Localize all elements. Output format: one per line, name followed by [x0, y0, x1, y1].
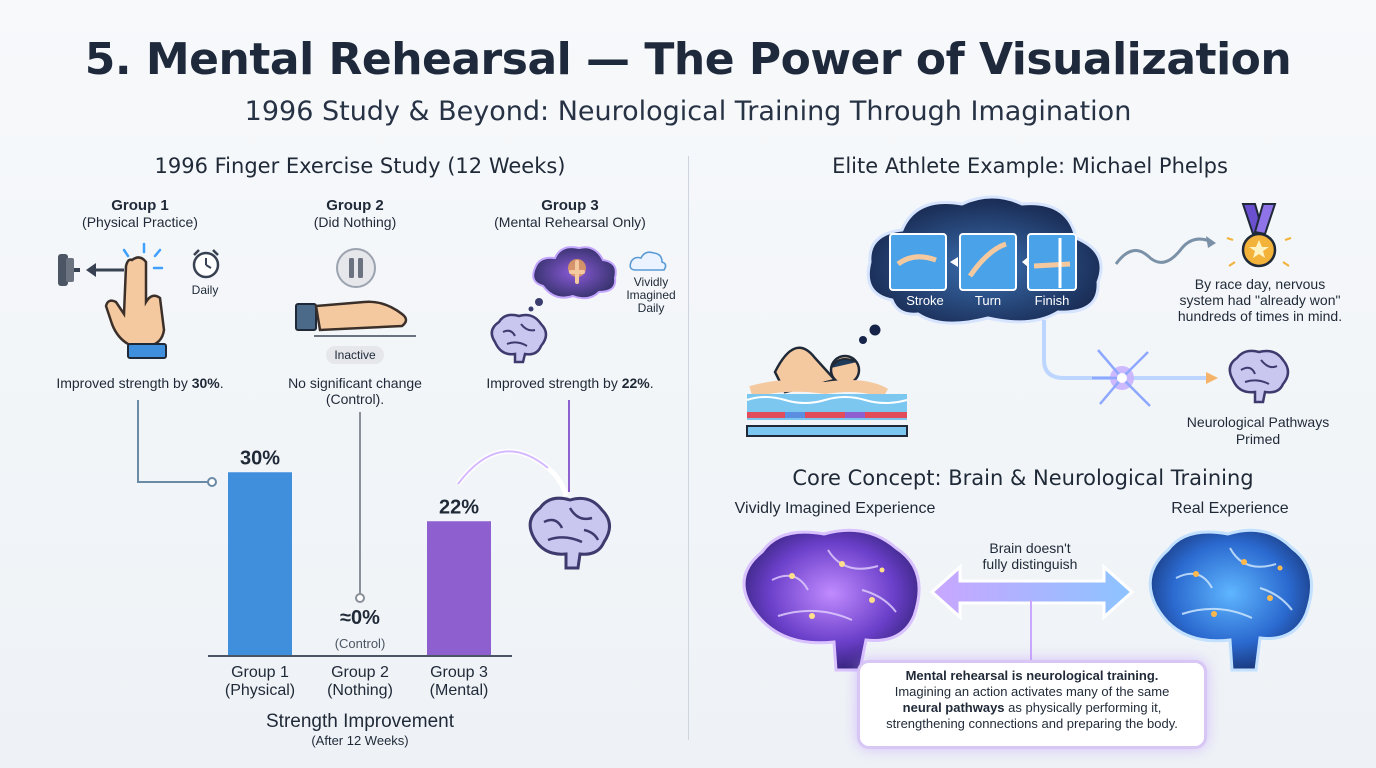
- alarm-clock-icon: [192, 249, 220, 279]
- concept-box: Mental rehearsal is neurological trainin…: [857, 660, 1207, 749]
- left-brain-label: Vividly Imagined Experience: [734, 500, 936, 517]
- swimmer-icon: [746, 324, 908, 437]
- main-title: 5. Mental Rehearsal — The Power of Visua…: [84, 34, 1292, 85]
- group2-tag: Inactive: [325, 346, 385, 364]
- brain-icon-neuro: [1228, 349, 1290, 404]
- bar-3: [427, 521, 491, 656]
- medal-icon: [1226, 203, 1292, 268]
- group2-result: No significant change (Control).: [288, 375, 422, 407]
- arrow-stem: [1030, 600, 1032, 662]
- double-arrow: [930, 563, 1134, 621]
- small-cloud-icon: [629, 251, 667, 271]
- frame-label-stroke: Stroke: [906, 293, 944, 308]
- bar-value-label-2: ≈0%: [340, 607, 380, 629]
- group1-title: Group 1: [111, 197, 169, 214]
- core-heading: Core Concept: Brain & Neurological Train…: [792, 466, 1254, 490]
- athlete-heading: Elite Athlete Example: Michael Phelps: [832, 154, 1228, 178]
- arrow-caption: Brain doesn't fully distinguish: [982, 540, 1078, 572]
- thought-cloud-icon: [528, 246, 617, 312]
- bar-1: [228, 472, 292, 656]
- group2-subtitle: (Did Nothing): [313, 214, 397, 230]
- group1-subtitle: (Physical Practice): [82, 214, 198, 230]
- group3-header: Group 3 (Mental Rehearsal Only): [470, 197, 670, 230]
- frame-label-finish: Finish: [1034, 293, 1070, 308]
- g2-control-note: (Control): [334, 636, 386, 651]
- dream-cloud: [866, 195, 1103, 325]
- connector-medal: [1114, 236, 1216, 265]
- group3-result: Improved strength by 22%.: [486, 375, 654, 391]
- group3-subtitle: (Mental Rehearsal Only): [494, 214, 646, 230]
- bar-chart: 30% ≈0% 22%: [208, 447, 512, 657]
- section-divider: [688, 156, 689, 740]
- group1-tag: Daily: [191, 283, 219, 297]
- group1-result: Improved strength by 30%.: [56, 375, 224, 391]
- right-brain-label: Real Experience: [1171, 500, 1289, 517]
- brain-icon-small: [490, 313, 548, 364]
- pause-icon: [336, 248, 376, 288]
- category-label-3: Group 3(Mental): [429, 664, 489, 699]
- group2-title: Group 2: [326, 197, 384, 214]
- study-heading: 1996 Finger Exercise Study (12 Weeks): [154, 154, 566, 178]
- category-label-1: Group 1(Physical): [224, 664, 296, 699]
- group3-result-value: 22%: [621, 375, 650, 391]
- category-label-2: Group 2(Nothing): [327, 664, 393, 699]
- bar-value-label-3: 22%: [439, 496, 479, 518]
- group2-header: Group 2 (Did Nothing): [275, 197, 435, 230]
- frame-label-turn: Turn: [974, 293, 1002, 308]
- real-brain-glow: [1148, 528, 1314, 672]
- group1-header: Group 1 (Physical Practice): [60, 197, 220, 230]
- group3-tag: Vividly Imagined Daily: [626, 275, 676, 315]
- medal-caption: By race day, nervous system had "already…: [1177, 276, 1343, 324]
- chart-title: Strength Improvement (After 12 Weeks): [266, 711, 454, 748]
- connector-lines: [137, 400, 570, 603]
- neuron-path: [1042, 320, 1218, 407]
- resting-hand-icon: [295, 300, 416, 337]
- finger-press-icon: [58, 242, 167, 359]
- group1-result-value: 30%: [191, 375, 220, 391]
- neuro-caption: Neurological Pathways Primed: [1186, 414, 1330, 447]
- group3-title: Group 3: [541, 197, 599, 214]
- imagined-brain-glow: [742, 528, 921, 672]
- subtitle: 1996 Study & Beyond: Neurological Traini…: [244, 96, 1132, 127]
- concept-box-headline: Mental rehearsal is neurological trainin…: [905, 668, 1159, 683]
- bar-value-label-1: 30%: [240, 447, 280, 469]
- brain-icon-chart: [528, 496, 611, 570]
